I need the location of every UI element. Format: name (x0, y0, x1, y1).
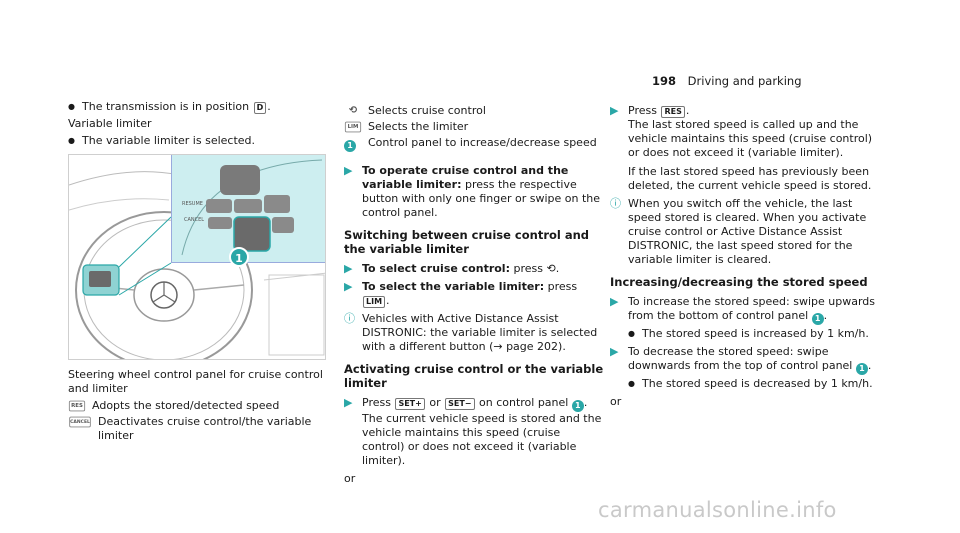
note-speed-cleared: ⓘ When you switch off the vehicle, the l… (610, 197, 867, 266)
svg-text:CANCEL: CANCEL (184, 217, 204, 223)
marker-1: 1 (811, 313, 824, 325)
limiter-icon: LIM (363, 296, 386, 308)
control-panel-illustration: RESUME CANCEL (181, 159, 323, 256)
step-arrow-icon: ▶ (344, 280, 353, 293)
or-text: or (610, 395, 622, 408)
key-row-cancel: CANCEL Deactivates cruise control/the va… (69, 415, 312, 442)
section-title: Driving and parking (687, 74, 802, 88)
heading-increasing: Increasing/decreasing the stored speed (610, 275, 868, 289)
marker-1: 1 (571, 400, 584, 412)
step-activate: ▶ Press SET+ or SET− on control panel 1.… (344, 396, 602, 467)
info-icon: ⓘ (344, 312, 355, 325)
resume-icon: RES (68, 400, 86, 412)
heading-activating: Activating cruise control or the variabl… (344, 362, 604, 390)
column-left: The transmission is in position D. Varia… (68, 100, 326, 445)
cruise-control-icon: ⟲ (546, 262, 556, 275)
step-decrease: ▶ To decrease the stored speed: swipe do… (610, 345, 880, 391)
column-middle: ⟲ Selects cruise control LIM Selects the… (344, 104, 604, 489)
key-row-limiter: LIM Selects the limiter (344, 120, 604, 134)
step-resume: ▶ Press RES. The last stored speed is ca… (610, 104, 873, 192)
step-arrow-icon: ▶ (344, 396, 353, 409)
watermark: carmanualsonline.info (598, 498, 837, 522)
step-arrow-icon: ▶ (344, 262, 353, 275)
marker-1: 1 (855, 363, 868, 375)
step-increase: ▶ To increase the stored speed: swipe up… (610, 295, 880, 341)
key-row-control-panel: 1 Control panel to increase/decrease spe… (344, 136, 604, 152)
page-header: 198 Driving and parking (652, 74, 802, 88)
step-arrow-icon: ▶ (610, 104, 619, 117)
heading-switching: Switching between cruise control and the… (344, 228, 590, 256)
gear-d-icon: D (253, 102, 267, 114)
cruise-control-icon: ⟲ (348, 103, 358, 116)
steering-wheel-illustration (69, 171, 325, 359)
key-row-resume: RES Adopts the stored/detected speed (68, 399, 326, 413)
page-number: 198 (652, 74, 677, 88)
step-select-limiter: ▶ To select the variable limiter: press … (344, 280, 578, 308)
callout-marker-1: 1 (229, 247, 249, 267)
svg-text:RESUME: RESUME (182, 201, 203, 207)
steering-wheel-figure: RESUME CANCEL 1 (68, 154, 326, 360)
step-arrow-icon: ▶ (344, 164, 353, 177)
control-panel-inset: RESUME CANCEL (171, 155, 325, 263)
note-distronic: ⓘ Vehicles with Active Distance Assist D… (344, 312, 598, 353)
column-right: ▶ Press RES. The last stored speed is ca… (610, 104, 880, 412)
step-arrow-icon: ▶ (610, 345, 619, 358)
key-row-cruise: ⟲ Selects cruise control (344, 104, 604, 118)
step-arrow-icon: ▶ (610, 295, 619, 308)
limiter-icon: LIM (344, 121, 362, 133)
variable-limiter-heading: Variable limiter (68, 117, 152, 130)
marker-1: 1 (344, 140, 356, 152)
cancel-icon: CANCEL (69, 416, 91, 428)
set-plus-icon: SET+ (395, 398, 425, 410)
step-select-cruise: ▶ To select cruise control: press ⟲. (344, 262, 560, 275)
bullet-limiter-selected: The variable limiter is selected. (68, 134, 326, 148)
bullet-transmission: The transmission is in position D. (68, 100, 326, 114)
info-icon: ⓘ (610, 197, 621, 210)
resume-icon: RES (661, 106, 685, 118)
figure-caption: Steering wheel control panel for cruise … (68, 368, 323, 395)
set-minus-icon: SET− (445, 398, 475, 410)
step-operate: ▶ To operate cruise control and the vari… (344, 164, 601, 219)
or-text: or (344, 472, 356, 485)
